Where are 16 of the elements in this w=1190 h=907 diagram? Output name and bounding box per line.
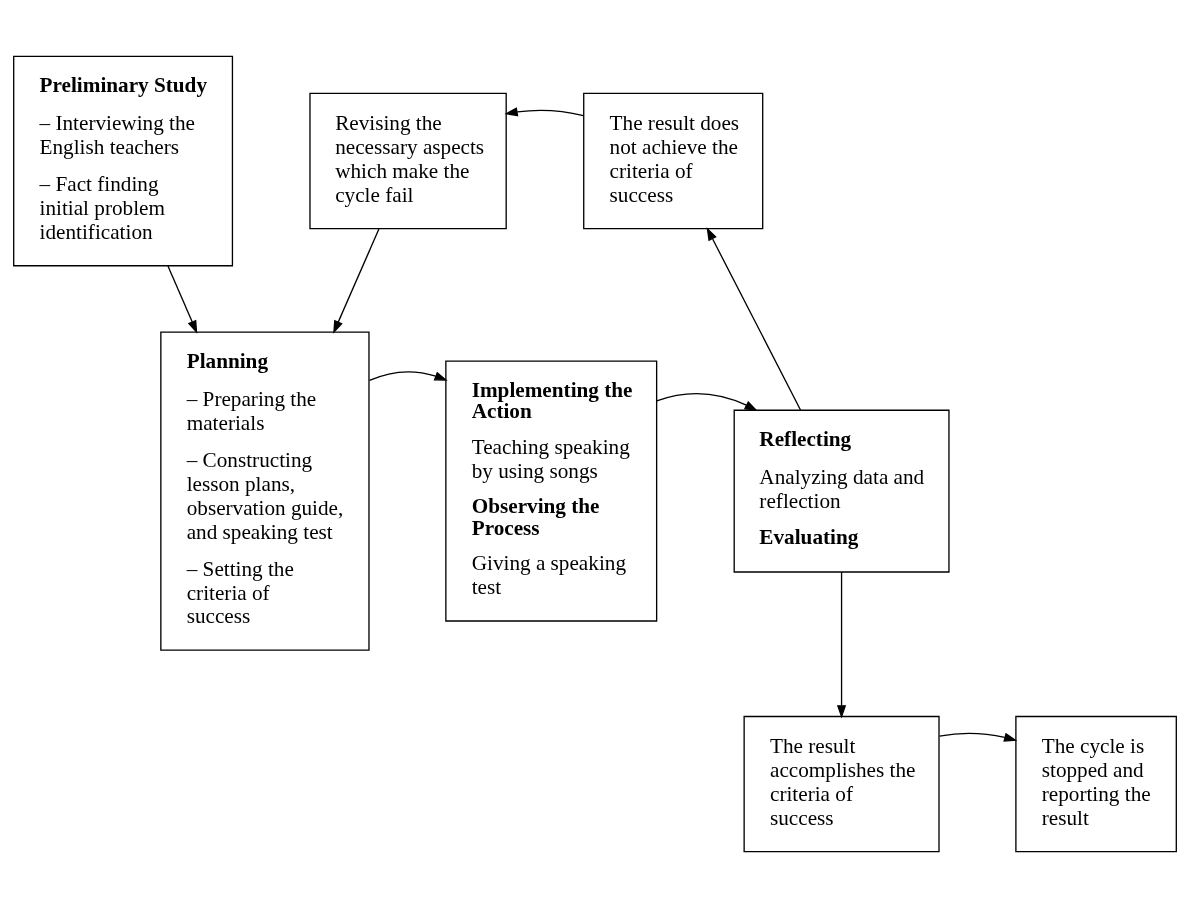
arrow <box>167 264 198 334</box>
node-box: Implementing the Action Teaching speaking by using songs Observing the Process Giving a speaking test <box>445 360 658 622</box>
node-box: Revising the necessary aspects which make the cycle fail <box>309 92 507 229</box>
arrow <box>368 370 448 381</box>
arrow <box>706 226 802 411</box>
node-box: The result does not achieve the criteria of success <box>583 92 764 229</box>
node-box: The result accomplishes the criteria of success <box>743 715 940 852</box>
arrow <box>938 732 1018 742</box>
node-box: Planning – Preparing the materials – Constructing lesson plans, observation guide, and speaking test – Setting the criteria of success <box>160 330 370 651</box>
node-box: The cycle is stopped and reporting the result <box>1015 715 1177 852</box>
node-box: Reflecting Analyzing data and reflection Evaluating <box>733 409 950 573</box>
arrow <box>333 227 380 334</box>
arrow <box>836 571 847 718</box>
arrow <box>656 392 758 411</box>
node-box: Preliminary Study – Interviewing the English teachers – Fact finding initial problem identification <box>13 55 234 266</box>
arrow <box>504 106 584 116</box>
